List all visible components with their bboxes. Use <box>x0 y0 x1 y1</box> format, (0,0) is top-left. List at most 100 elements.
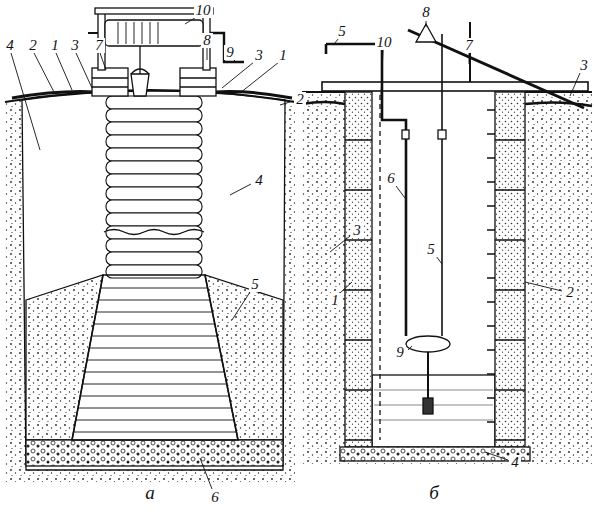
ladder-rung <box>487 133 495 135</box>
ring-joint <box>345 389 525 390</box>
log <box>106 265 202 278</box>
leader-line <box>100 53 106 70</box>
log <box>106 109 202 122</box>
callout-number: 5 <box>249 277 261 292</box>
delivery-pipe <box>326 44 406 336</box>
plank-line <box>92 336 218 337</box>
leader-lines <box>11 16 580 489</box>
leader-line <box>381 50 383 96</box>
plank-line <box>94 324 215 325</box>
callout-number: 3 <box>69 38 81 53</box>
plank-line <box>78 408 232 409</box>
ring-joints <box>345 140 525 440</box>
pipe-clamp <box>402 130 409 139</box>
ring-wall <box>495 92 525 447</box>
ladder-rung <box>487 301 495 303</box>
log <box>106 187 202 200</box>
callout-number: 7 <box>463 38 475 53</box>
leader-line <box>280 101 293 105</box>
ladder-line <box>379 95 380 440</box>
plank-line <box>74 432 237 433</box>
log <box>106 148 202 161</box>
leader-line <box>436 256 442 264</box>
pump-rod <box>441 34 443 336</box>
flared-crib <box>72 275 238 440</box>
callout-number: 6 <box>209 490 221 505</box>
rope <box>139 46 140 74</box>
leader-line <box>200 458 212 489</box>
leader-line <box>330 236 350 252</box>
plank-line <box>76 420 234 421</box>
callout-number: 2 <box>294 92 306 107</box>
leader-line <box>34 53 55 94</box>
log <box>106 96 202 109</box>
suction-pipe <box>427 352 429 398</box>
pump-cylinder <box>406 336 450 352</box>
crib-planks <box>74 288 237 432</box>
log <box>106 135 202 148</box>
ring-joint <box>345 139 525 140</box>
drum <box>105 20 203 46</box>
leader-line <box>570 73 580 96</box>
leader-line <box>240 62 279 93</box>
callout-number: 8 <box>420 5 432 20</box>
ring-joint <box>345 439 525 440</box>
figure-letter: а <box>143 483 157 502</box>
plank-line <box>85 372 225 373</box>
plank-line <box>101 288 208 289</box>
callout-number: 5 <box>425 242 437 257</box>
ring-joint <box>345 189 525 190</box>
plank-line <box>87 360 222 361</box>
water <box>372 375 495 447</box>
backfill-right <box>205 275 283 440</box>
ladder-rung <box>487 253 495 255</box>
log <box>106 122 202 135</box>
shaft-pit <box>345 92 525 462</box>
crank <box>210 33 244 62</box>
leader-line <box>334 38 339 44</box>
ladder-rungs <box>487 110 495 422</box>
ladder-rung <box>487 157 495 159</box>
callout-number: 4 <box>4 38 16 53</box>
spout <box>325 44 328 54</box>
ladder-rung <box>487 325 495 327</box>
rod-guide <box>438 130 446 139</box>
callout-number: 3 <box>578 58 590 73</box>
leader-line <box>408 346 412 350</box>
ladder-rung <box>487 349 495 351</box>
leader-line <box>525 282 562 291</box>
callout-number: 5 <box>336 24 348 39</box>
leader-line <box>56 53 72 90</box>
ring-joint <box>345 289 525 290</box>
callout-number: 1 <box>277 48 289 63</box>
callout-number: 2 <box>27 38 39 53</box>
bench-block <box>92 68 128 96</box>
figure-letter: б <box>427 483 441 502</box>
log-well <box>5 8 295 482</box>
plank-line <box>80 396 229 397</box>
callout-number: 2 <box>564 285 576 300</box>
bucket <box>131 74 149 96</box>
ladder-rung <box>487 109 495 111</box>
excavation-pit <box>22 91 285 470</box>
ladder-rung <box>487 277 495 279</box>
ladder-rung <box>487 397 495 399</box>
log <box>106 200 202 213</box>
break-line <box>104 230 204 235</box>
log <box>106 226 202 239</box>
ring-well <box>302 22 592 464</box>
callout-number: 1 <box>49 38 61 53</box>
log <box>106 161 202 174</box>
cover-slab <box>322 82 588 91</box>
axle <box>88 32 98 34</box>
backfill-left <box>26 275 103 440</box>
water-lines <box>374 390 493 420</box>
callout-number: 6 <box>385 171 397 186</box>
log <box>106 239 202 252</box>
callout-number: 4 <box>253 173 265 188</box>
ladder-rung <box>487 373 495 375</box>
log <box>106 213 202 226</box>
